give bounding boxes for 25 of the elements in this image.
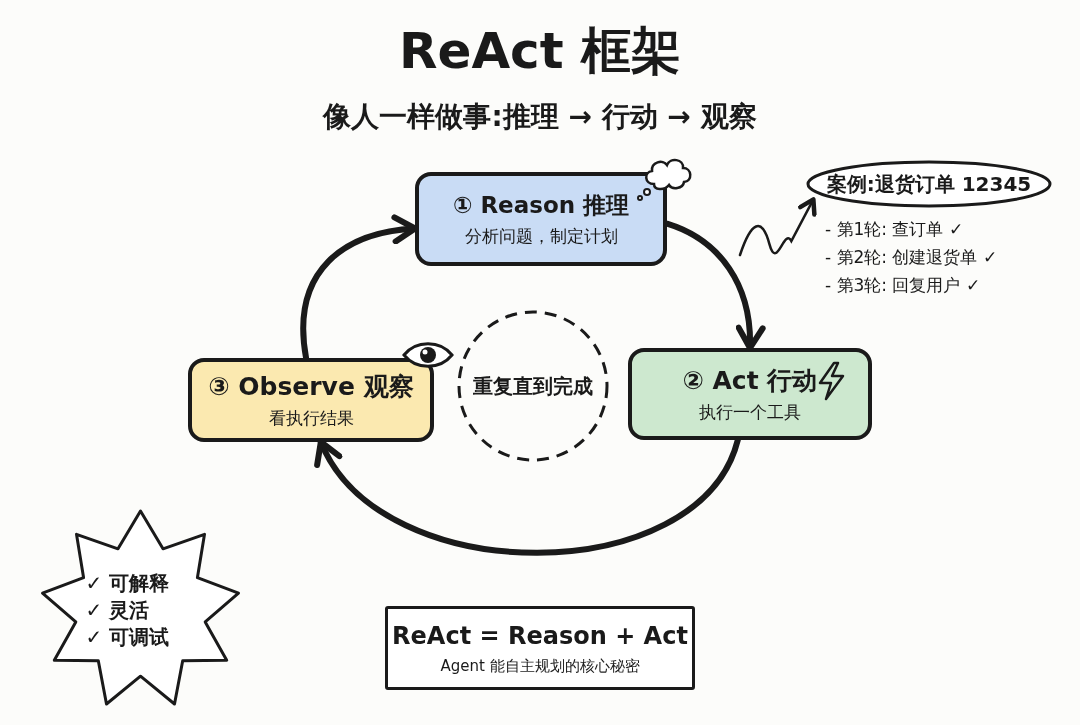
process-box bbox=[188, 358, 434, 442]
step-item: - 第2轮: 创建退货单 ✓ bbox=[825, 246, 998, 269]
step-item: - 第1轮: 查订单 ✓ bbox=[825, 218, 964, 241]
squiggle-arrow bbox=[738, 197, 817, 257]
process-box bbox=[415, 172, 667, 266]
step-description: 执行一个工具 bbox=[699, 401, 801, 425]
step-description: 看执行结果 bbox=[268, 407, 354, 431]
cycle-arrow bbox=[317, 437, 741, 556]
step-item: - 第3轮: 回复用户 ✓ bbox=[825, 274, 981, 297]
step-title: ② Act 行动 bbox=[682, 364, 818, 397]
process-box bbox=[628, 348, 872, 440]
loop-label: 重复直到完成 bbox=[473, 372, 593, 400]
formula: ReAct = Reason + Act bbox=[392, 620, 688, 652]
step-description: 分析问题，制定计划 bbox=[464, 225, 618, 248]
step-title: ③ Observe 观察 bbox=[208, 370, 414, 403]
benefit-item: ✓ 可解释 bbox=[85, 570, 171, 597]
summary-box bbox=[385, 606, 695, 690]
loop-circle bbox=[457, 310, 609, 462]
subtitle: 像人一样做事:推理 → 行动 → 观察 bbox=[321, 99, 758, 135]
summary-text: Agent 能自主规划的核心秘密 bbox=[440, 656, 640, 677]
step-title: ① Reason 推理 bbox=[452, 191, 630, 220]
benefit-item: ✓ 灵活 bbox=[85, 597, 151, 624]
benefit-item: ✓ 可调试 bbox=[85, 624, 171, 651]
title: ReAct 框架 bbox=[397, 21, 683, 82]
example-title: 案例:退货订单 12345 bbox=[826, 170, 1032, 198]
